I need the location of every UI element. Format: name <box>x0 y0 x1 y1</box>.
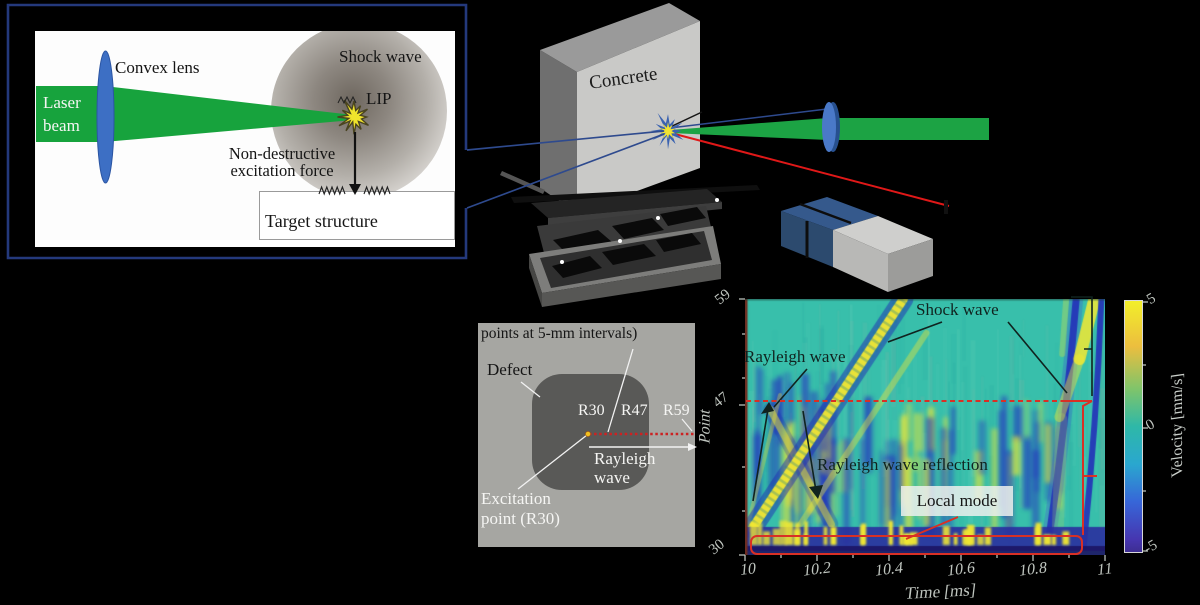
scene-laser-beam <box>670 118 989 140</box>
ytick-59: 59 <box>712 286 734 309</box>
defect-shape <box>532 374 649 490</box>
base-cutout <box>602 244 656 265</box>
lift-cutout <box>660 207 706 226</box>
base-mech <box>540 231 712 288</box>
xtick-10.8: 10.8 <box>1018 559 1048 580</box>
base-slab-front <box>542 264 721 307</box>
base-slab-left <box>529 254 542 307</box>
xtick-10.6: 10.6 <box>946 559 976 580</box>
callout-connector-top <box>466 130 665 151</box>
ytick-30: 30 <box>706 536 728 559</box>
scene-lens-icon <box>822 102 836 152</box>
base-slab-top <box>529 226 721 293</box>
concrete-front-face <box>577 21 700 213</box>
vibrometer-blue-top <box>781 197 878 230</box>
vibrometer-stripe <box>799 202 852 225</box>
callout-connector-bottom <box>466 133 665 209</box>
base-cutout <box>656 233 701 252</box>
xtick-11: 11 <box>1096 559 1114 580</box>
base-cutout <box>552 256 602 278</box>
platform-shelf <box>531 189 722 218</box>
cbar-tick-0: 0 <box>1143 416 1158 434</box>
lift-cutout <box>612 218 664 239</box>
vibrometer-gray-top <box>833 216 933 254</box>
vibrometer-laser-line <box>670 132 950 207</box>
x-axis-label: Time [ms] <box>903 580 977 603</box>
cbar-tick-5: 5 <box>1144 290 1159 308</box>
scene-lens-back <box>826 102 840 152</box>
local-mode-label-box: Local mode <box>901 486 1013 516</box>
marker-dot <box>618 239 622 243</box>
scissor-lift-mid <box>537 206 716 272</box>
colorbar-label: Velocity [mm/s] <box>1169 372 1186 479</box>
xtick-10.4: 10.4 <box>874 559 904 580</box>
local-mode-label: Local mode <box>916 491 998 510</box>
velocity-colorbar <box>1124 300 1143 553</box>
ytick-47: 47 <box>710 389 732 412</box>
wavefield-heatmap <box>745 299 1105 555</box>
vibrometer-post <box>944 200 948 214</box>
shock-wave-gradient <box>271 31 447 199</box>
xtick-10: 10 <box>739 559 757 580</box>
y-axis-label: Point <box>696 407 714 446</box>
vibrometer-gray-front <box>833 230 888 292</box>
cbar-tick-neg5: -5 <box>1141 537 1161 558</box>
target-structure-box <box>259 191 455 240</box>
concrete-top-face <box>540 3 700 72</box>
crack-line <box>667 111 703 129</box>
vibrometer-gray-side <box>888 239 933 292</box>
lift-cutout <box>553 230 612 253</box>
vibrometer-blue-front <box>781 211 833 267</box>
platform-shelf-edge <box>548 202 722 226</box>
marker-dot <box>715 198 719 202</box>
marker-dot <box>656 216 660 220</box>
platform-rod <box>500 171 545 194</box>
impact-starburst-inner <box>658 122 677 140</box>
impact-starburst-outer <box>650 113 684 150</box>
beam-edge-line <box>669 108 828 129</box>
concrete-label: Concrete <box>587 63 659 94</box>
platform-rail <box>511 185 760 203</box>
marker-dot <box>560 260 564 264</box>
xtick-10.2: 10.2 <box>802 559 832 580</box>
concrete-left-face <box>540 50 577 213</box>
